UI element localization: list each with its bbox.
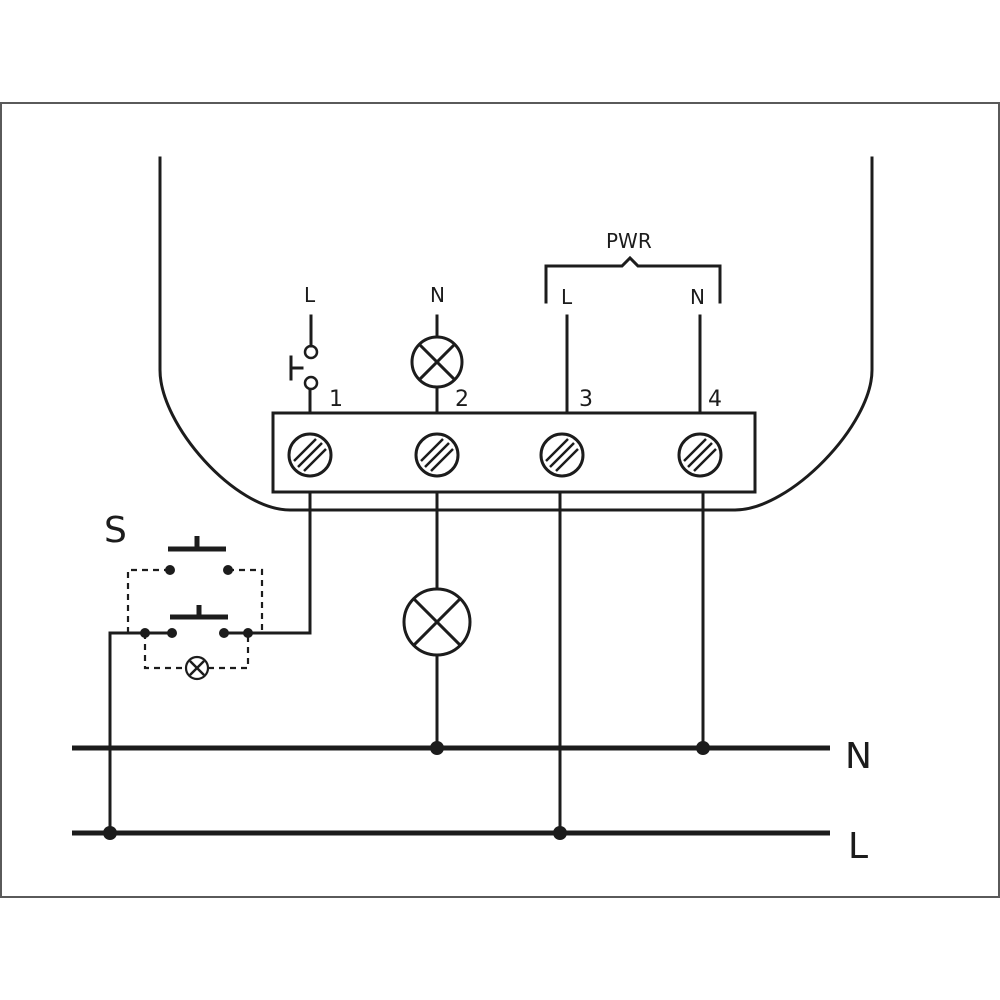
terminal-screw-4	[677, 432, 723, 478]
terminal-number-4: 4	[708, 387, 722, 412]
terminal-number-3: 3	[579, 387, 593, 412]
terminal-screw-1	[287, 432, 333, 478]
neutral-bus-label: N	[845, 736, 872, 777]
supply-neutral-label: N	[690, 285, 705, 309]
power-label: PWR	[606, 229, 652, 253]
backlight-lamp-icon	[184, 655, 210, 681]
device-housing-outline	[158, 156, 874, 512]
backlight-dashed-right	[208, 633, 250, 670]
terminal-screw-2	[414, 432, 460, 478]
junction-lamp-neutral	[430, 741, 444, 755]
button-contact-lower	[303, 375, 319, 391]
backlight-dashed-left	[143, 633, 186, 670]
live-bus-label: L	[848, 826, 868, 867]
switch-node-3	[219, 628, 229, 638]
button-contact-upper	[303, 344, 319, 360]
indicator-lamp-icon	[410, 335, 464, 389]
terminal-number-1: 1	[329, 387, 343, 412]
supply-live-label: L	[561, 285, 573, 309]
switch-node-2	[167, 628, 177, 638]
terminal-block	[271, 411, 757, 494]
junction-switch-live	[103, 826, 117, 840]
load-lamp-icon	[402, 587, 472, 657]
optional-button-dashed-right	[228, 568, 264, 633]
terminal-screw-3	[539, 432, 585, 478]
lamp-neutral-label: N	[430, 283, 445, 307]
junction-terminal-3-live	[553, 826, 567, 840]
switch-node-4	[243, 628, 253, 638]
diagram-frame	[0, 102, 1000, 898]
terminal-1-bottom-wire	[222, 490, 312, 635]
power-bracket	[544, 255, 722, 304]
optional-button-dashed-left	[126, 568, 170, 633]
switch-label: S	[104, 510, 127, 551]
terminal-number-2: 2	[455, 387, 469, 412]
junction-terminal-4-neutral	[696, 741, 710, 755]
button-live-label: L	[304, 283, 316, 307]
